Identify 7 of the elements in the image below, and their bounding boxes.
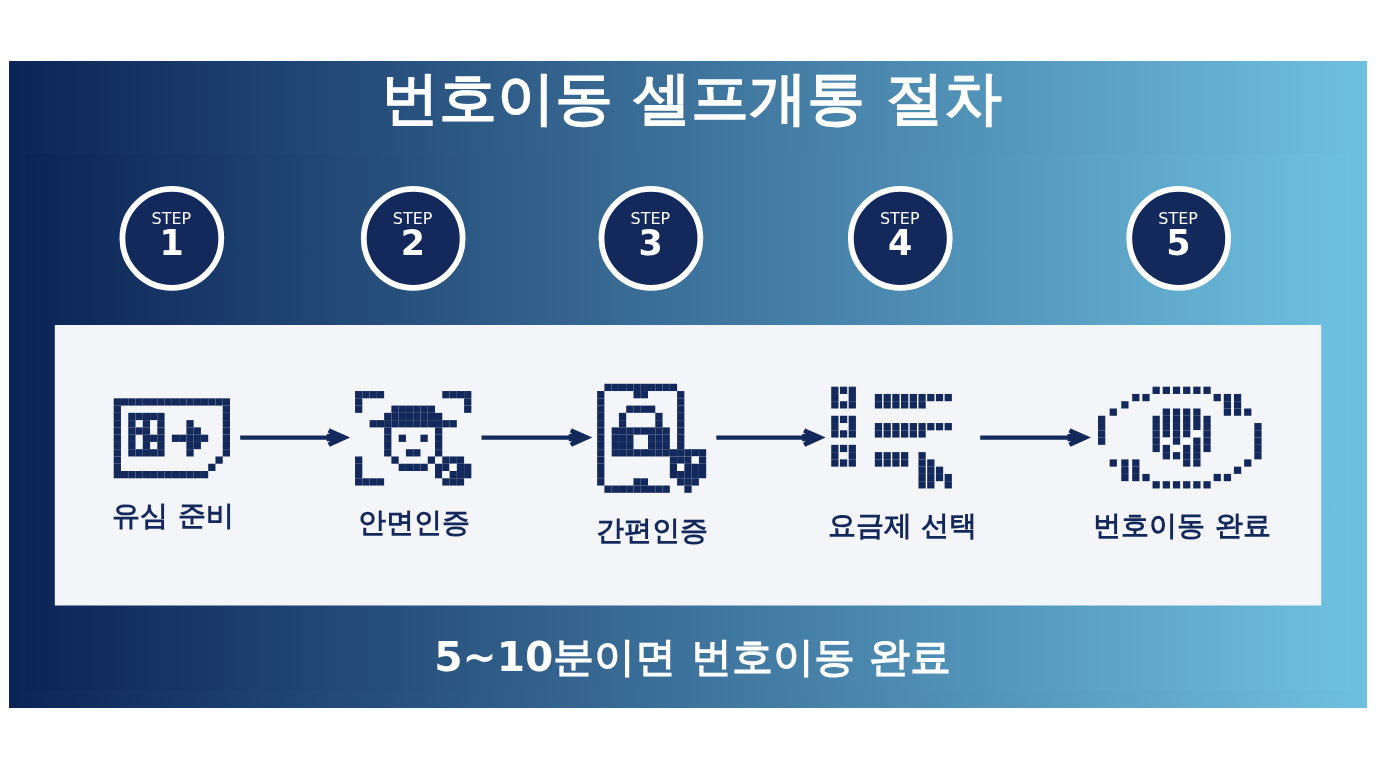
node-label: 번호이동 완료	[1092, 508, 1271, 542]
node-label: 간편인증	[596, 513, 709, 547]
node-label: 안면인증	[357, 505, 470, 539]
node-label: 요금제 선택	[827, 508, 978, 542]
diagram-title: 번호이동 셀프개통 절차	[381, 63, 1002, 132]
node-label: 유심 준비	[112, 498, 234, 532]
caption: 5~10분이면 번호이동 완료	[434, 632, 951, 681]
